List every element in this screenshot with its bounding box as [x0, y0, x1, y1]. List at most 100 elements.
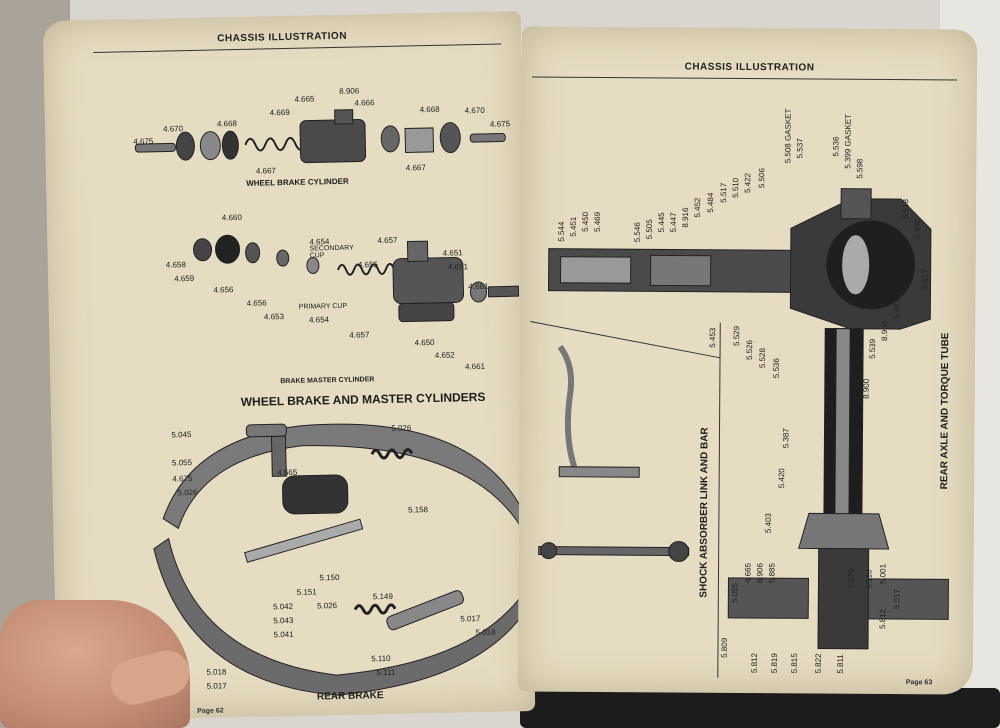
pen: [520, 688, 1000, 728]
part-label: 5.598: [855, 158, 865, 179]
part-label: 5.042: [272, 601, 294, 612]
part-label: 5.445: [656, 212, 667, 233]
primary-cup-label: PRIMARY CUP: [298, 302, 348, 311]
part-label: 4.675: [133, 136, 154, 147]
part-label: 5.055: [730, 582, 740, 603]
part-label: 5.151: [296, 587, 317, 597]
part-label: 4.668: [216, 119, 238, 129]
part-label: 4.670: [162, 124, 184, 134]
part-label: 5.026: [846, 568, 856, 589]
part-label: 5.450: [580, 211, 591, 232]
part-label: 5.451: [568, 216, 578, 237]
part-label: 5.400: [912, 219, 922, 240]
part-label: 4.651: [442, 248, 463, 258]
part-label: 5.017: [892, 588, 902, 610]
part-label: 5.537: [849, 378, 859, 399]
part-label: 4.661: [468, 281, 489, 292]
part-label: 4.653: [263, 312, 285, 322]
gasket-label: 5.399 GASKET: [843, 113, 853, 169]
part-label: 5.026: [177, 487, 198, 498]
part-label: 4.656: [213, 285, 234, 295]
part-label: 8.900: [861, 378, 871, 399]
part-label: 5.453: [708, 327, 718, 348]
part-label: 5.447: [668, 212, 679, 233]
part-label: 5.149: [372, 591, 393, 602]
part-label: 5.043: [273, 615, 294, 626]
part-label: 8.900: [880, 320, 890, 341]
part-label: 5.420: [777, 468, 787, 489]
part-label: 4.669: [269, 107, 290, 118]
page-number-left: Page 62: [197, 707, 224, 715]
part-label: 4.657: [377, 235, 398, 246]
part-label: 4.665: [294, 94, 315, 104]
part-label: 5.809: [719, 637, 730, 658]
part-label: 4.659: [174, 273, 195, 284]
part-label: 5.537: [795, 138, 805, 159]
part-label: 5.539: [868, 338, 878, 359]
part-label: 5.536: [771, 358, 782, 379]
part-label: 5.505: [644, 219, 654, 240]
part-label: 4.650: [414, 337, 435, 348]
part-label: 4.667: [255, 166, 277, 176]
part-label: 5.517: [719, 182, 729, 203]
part-label: 5.484: [706, 192, 716, 213]
left-page-illustrations: [134, 109, 526, 696]
part-label: 5.158: [407, 505, 429, 515]
part-label: 5.403: [763, 513, 773, 534]
gasket-label: 5.508 GASKET: [783, 108, 793, 164]
part-label: 4.665: [743, 562, 753, 584]
part-label: 4.660: [221, 212, 243, 223]
part-label: 5.885: [767, 563, 777, 584]
part-label: 5.529: [732, 325, 742, 346]
part-label: 4.656: [246, 298, 267, 308]
part-label: 8.906: [339, 86, 360, 96]
caption-shock-absorber: SHOCK ABSORBER LINK AND BAR: [698, 427, 711, 598]
part-label: 5.001: [878, 563, 888, 584]
part-label: 5.026: [391, 423, 412, 433]
part-label: 5.017: [460, 614, 481, 624]
part-label: 4.657: [349, 330, 370, 340]
caption-rear-brake: REAR BRAKE: [316, 690, 384, 703]
part-label: 8.906: [755, 563, 765, 584]
open-manual: CHASSIS ILLUSTRATION: [30, 6, 980, 721]
part-label: 5.018: [475, 627, 496, 638]
part-label: 4.655: [357, 260, 379, 270]
part-label: 5.018: [206, 667, 227, 677]
part-label: 5.111: [376, 667, 396, 678]
secondary-cup-label: SECONDARY CUP: [309, 244, 354, 260]
part-label: 4.665: [277, 467, 298, 478]
part-label: 4.651: [447, 262, 469, 272]
part-label: 4.654: [308, 315, 330, 325]
part-label: 5.110: [864, 569, 874, 589]
part-label: 5.822: [813, 653, 823, 674]
part-label: 5.055: [171, 458, 193, 468]
part-label: 5.518: [900, 199, 911, 220]
part-label: 4.675: [489, 119, 511, 129]
part-label: 5.110: [371, 653, 391, 664]
part-label: 5.528: [757, 348, 768, 369]
part-label: 4.666: [354, 98, 375, 108]
part-label: 5.045: [171, 430, 192, 440]
part-label: 5.506: [757, 168, 767, 189]
part-label: 4.675: [172, 474, 193, 484]
part-label: 5.469: [592, 211, 603, 232]
part-label: 5.422: [743, 172, 753, 194]
right-page: CHASSIS ILLUSTRATION: [517, 26, 978, 695]
part-label: 4.661: [464, 361, 486, 372]
part-label: 4.667: [405, 163, 427, 173]
part-label: 5.510: [731, 177, 741, 198]
left-page: CHASSIS ILLUSTRATION: [42, 11, 536, 721]
part-label: 5.041: [273, 629, 294, 640]
part-label: 5.812: [878, 608, 888, 629]
part-label: 5.401: [892, 298, 902, 320]
part-label: 5.815: [789, 653, 799, 674]
part-label: 5.819: [769, 653, 779, 674]
part-label: 5.526: [745, 339, 755, 361]
part-label: 4.668: [419, 104, 440, 115]
part-label: 4.670: [464, 105, 485, 116]
part-label: 5.812: [749, 652, 759, 674]
caption-rear-axle: REAR AXLE AND TORQUE TUBE: [939, 332, 952, 490]
part-label: 4.652: [434, 350, 455, 360]
right-page-illustrations: [530, 188, 949, 678]
part-label: 4.654: [309, 237, 330, 247]
